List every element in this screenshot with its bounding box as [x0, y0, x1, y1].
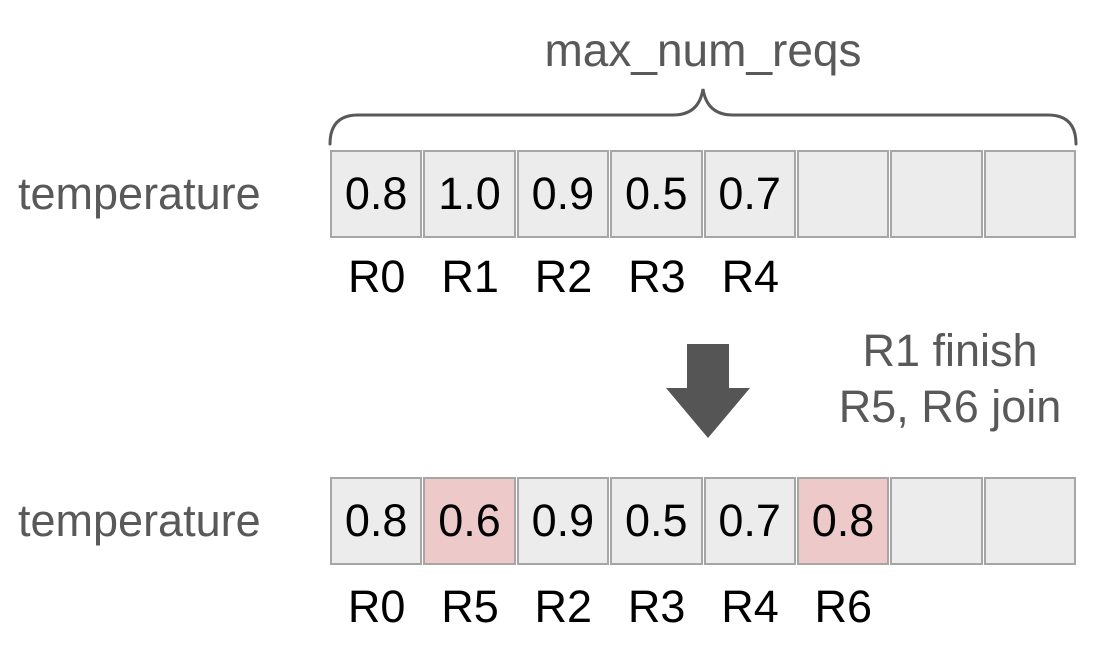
temperature-value: 0.7: [718, 168, 781, 219]
temperature-cell: 1.0: [423, 150, 516, 238]
temperature-cell: 0.8: [796, 477, 890, 565]
temperature-cell: [890, 477, 983, 565]
brace-icon: [328, 88, 1078, 146]
request-label: R4: [721, 251, 780, 302]
temperature-cell: 0.7: [703, 477, 796, 565]
temperature-value: 0.5: [625, 168, 688, 219]
request-label: R3: [627, 581, 686, 632]
temperature-cell: 0.9: [516, 150, 610, 238]
request-label: R5: [441, 581, 499, 632]
temperature-cell: 0.5: [610, 150, 703, 238]
request-label: R1: [441, 251, 499, 302]
temperature-cell: [796, 150, 890, 238]
temperature-value: 1.0: [438, 168, 501, 219]
request-label: R2: [534, 581, 593, 632]
request-label: R0: [347, 581, 406, 632]
temperature-cell: 0.8: [330, 477, 423, 565]
temperature-label-bottom: temperature: [18, 495, 261, 546]
temperature-value: 0.8: [811, 495, 875, 546]
temperature-value: 0.9: [531, 495, 595, 546]
temperature-cell: 0.8: [330, 150, 423, 238]
request-label: R4: [721, 581, 779, 632]
temperature-array-bottom: 0.8 0.6 0.9 0.5 0.7 0.8: [330, 477, 1076, 565]
transition-note-line1: R1 finish: [862, 325, 1038, 376]
temperature-value: 0.7: [718, 495, 781, 546]
request-labels-bottom: R0 R5 R2 R3 R4 R6: [330, 580, 890, 634]
temperature-cell: 0.7: [703, 150, 796, 238]
request-label: R6: [814, 581, 873, 632]
temperature-label-top: temperature: [18, 168, 261, 219]
transition-note-line2: R5, R6 join: [838, 381, 1062, 432]
request-label: R2: [534, 251, 593, 302]
temperature-array-top: 0.8 1.0 0.9 0.5 0.7: [330, 150, 1076, 238]
temperature-value: 0.8: [344, 168, 408, 219]
temperature-cell: 0.5: [610, 477, 703, 565]
temperature-value: 0.5: [625, 495, 688, 546]
temperature-value: 0.6: [438, 495, 501, 546]
down-arrow-icon: [666, 344, 750, 438]
request-labels-top: R0 R1 R2 R3 R4: [330, 250, 797, 304]
transition-note: R1 finish R5, R6 join: [820, 323, 1080, 435]
temperature-cell: [983, 150, 1076, 238]
temperature-cell: 0.6: [423, 477, 516, 565]
request-label: R3: [628, 251, 686, 302]
request-label: R0: [347, 251, 406, 302]
temperature-cell: 0.9: [516, 477, 610, 565]
max-num-reqs-title: max_num_reqs: [544, 24, 862, 76]
temperature-value: 0.8: [344, 495, 408, 546]
temperature-value: 0.9: [531, 168, 595, 219]
temperature-cell: [890, 150, 983, 238]
temperature-cell: [983, 477, 1076, 565]
